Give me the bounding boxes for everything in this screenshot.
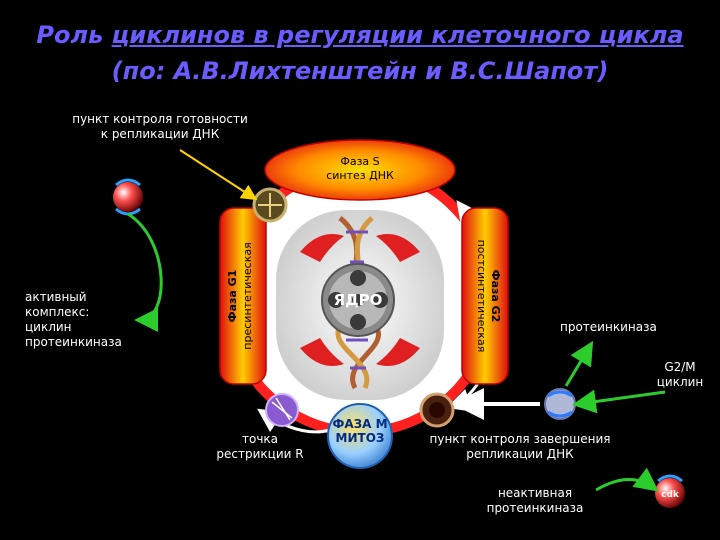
chromosome-lobe-top-right: [376, 234, 420, 262]
phase-s-ellipse: [264, 139, 456, 201]
g2m-connector: [572, 389, 666, 414]
phase-m-circle: [327, 403, 393, 469]
g2m-cyclin-icon: [544, 388, 576, 420]
inactive-kinase-label: неактивная протеинкиназа: [486, 486, 584, 515]
kinase-connector: [564, 340, 594, 387]
phase-m-desc: МИТОЗ: [336, 431, 385, 445]
active-complex-label: активный комплекс: циклин протеинкиназа: [25, 290, 122, 349]
phase-g2-title: Фаза G2: [489, 270, 502, 323]
checkpoint-completion-label: пункт контроля завершения репликации ДНК: [429, 432, 611, 461]
svg-text:cdk: cdk: [661, 490, 680, 500]
phase-s-title: Фаза S: [340, 155, 379, 168]
g2m-cyclin-label: G2/M циклин: [656, 360, 704, 389]
title-line-2: (по: А.В.Лихтенштейн и В.С.Шапот): [111, 57, 609, 85]
complex-connector: [127, 212, 163, 332]
title-prefix: Роль: [36, 21, 112, 49]
chromosome-lobe-bottom-right: [376, 338, 420, 366]
phase-m-title: ФАЗА М: [332, 417, 387, 431]
phase-g1-title: Фаза G1: [226, 270, 239, 323]
inactive-kinase-icon: cdk: [655, 474, 685, 508]
checkpoint-disc-icon: [252, 187, 288, 223]
film-reel-icon: [321, 263, 395, 337]
cyclin-cdk-complex-icon: [113, 178, 143, 216]
completion-disc-icon: [419, 392, 455, 428]
chromosome-lobe-top-left: [300, 234, 344, 262]
title-line-1: Роль циклинов в регуляции клеточного цик…: [0, 20, 720, 50]
phase-g2-bar: [461, 207, 509, 385]
nucleus-label: ЯДРО: [334, 291, 383, 309]
inactive-connector: [595, 467, 659, 492]
phase-g1-bar: [219, 207, 267, 385]
phase-g2-desc: постсинтетическая: [475, 240, 488, 353]
restriction-point-label: точка рестрикции R: [216, 432, 304, 461]
checkpoint-pointer: [179, 149, 258, 201]
checkpoint-replication-label: пункт контроля готовности к репликации Д…: [72, 112, 248, 141]
protein-kinase-label: протеинкиназа: [560, 320, 657, 334]
chromosome-lobe-bottom-left: [300, 338, 344, 366]
title-underlined: циклинов в регуляции клеточного цикла: [111, 21, 684, 49]
phase-s-desc: синтез ДНК: [326, 169, 394, 182]
restriction-disc-icon: [265, 393, 299, 427]
phase-g1-desc: пресинтетическая: [241, 242, 254, 349]
